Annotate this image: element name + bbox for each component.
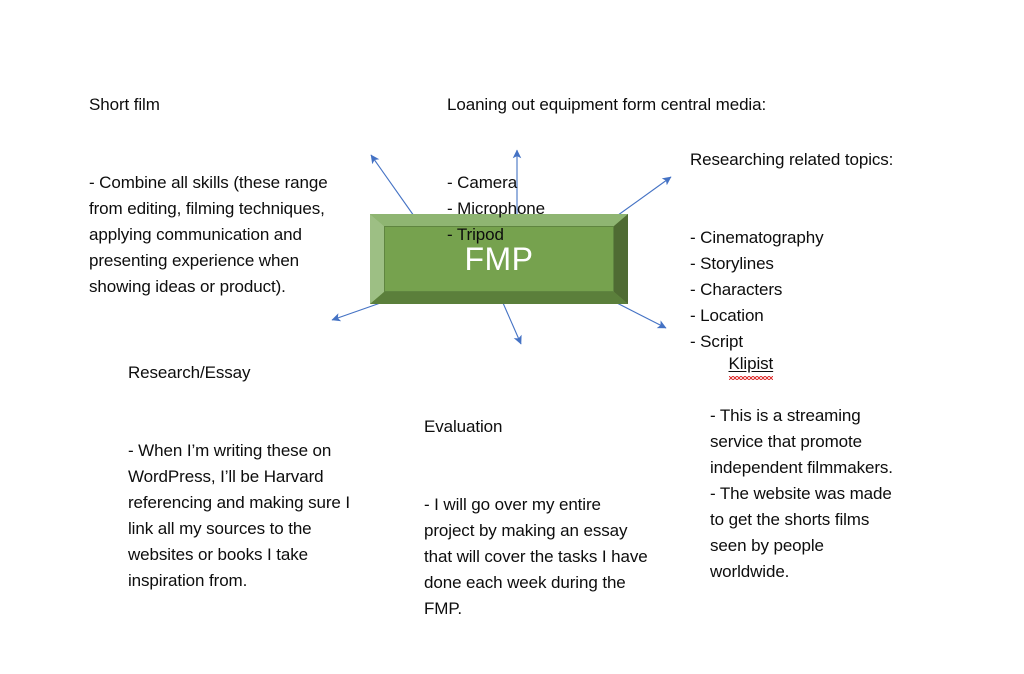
note-klipist-body: - This is a streaming service that promo… (710, 406, 893, 581)
center-node-bevel-left (370, 214, 384, 304)
note-research-topics-title: Researching related topics: (690, 150, 894, 169)
arrow-to-klipist (614, 301, 667, 329)
note-evaluation-title: Evaluation (424, 417, 503, 436)
note-research-essay-body: - When I’m writing these on WordPress, I… (128, 441, 355, 590)
center-node-fmp[interactable]: FMP (370, 214, 628, 304)
note-short-film-title: Short film (89, 95, 160, 114)
note-evaluation-body: - I will go over my entire project by ma… (424, 495, 653, 618)
note-equipment-title: Loaning out equipment form central media… (447, 95, 767, 114)
note-equipment: Loaning out equipment form central media… (447, 40, 777, 300)
arrow-to-evaluation (502, 302, 522, 345)
note-klipist: Klipist - This is a streaming service th… (710, 325, 905, 637)
note-research-essay: Research/Essay - When I’m writing these … (128, 308, 358, 646)
note-research-topics: Researching related topics: - Cinematogr… (690, 95, 920, 407)
center-node-bevel-bottom (370, 292, 628, 304)
note-short-film-body: - Combine all skills (these range from e… (89, 173, 333, 296)
center-node-bevel-right (614, 214, 628, 304)
center-node-label: FMP (464, 241, 534, 277)
note-short-film: Short film - Combine all skills (these r… (89, 40, 351, 352)
note-equipment-body: - Camera - Microphone - Tripod (447, 173, 546, 244)
note-research-topics-body: - Cinematography - Storylines - Characte… (690, 228, 824, 351)
note-research-essay-title: Research/Essay (128, 363, 251, 382)
center-node-bevel-top (370, 214, 628, 226)
center-node-inner-face (384, 226, 614, 292)
note-klipist-title: Klipist (728, 351, 774, 380)
arrow-to-short-film (370, 154, 415, 217)
note-evaluation: Evaluation - I will go over my entire pr… (424, 362, 649, 674)
spellcheck-squiggle-icon (728, 376, 774, 380)
slide-canvas: FMP Short film - Combine all skills (the… (89, 40, 920, 618)
